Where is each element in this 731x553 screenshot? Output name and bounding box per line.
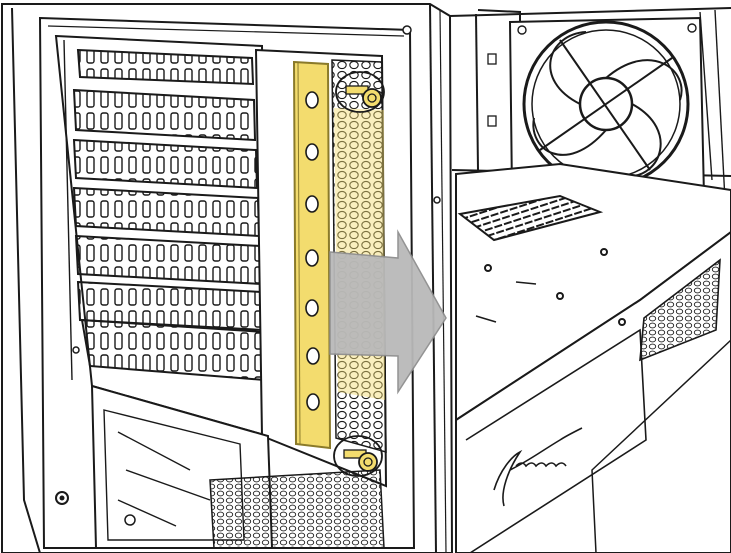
fan-icon: [508, 16, 706, 198]
thumbscrew-icon: [333, 435, 383, 477]
bracket-hole: [305, 299, 319, 317]
thumbscrew-icon: [335, 71, 385, 113]
slot-cover: [76, 48, 255, 86]
bracket-hole: [305, 195, 319, 213]
psu-shroud: [455, 162, 731, 553]
slot-cover: [72, 138, 259, 190]
bracket-hole: [305, 91, 319, 109]
direction-arrow-icon: [329, 229, 447, 395]
bracket-hole: [305, 143, 319, 161]
brand-logo: [493, 427, 583, 507]
expansion-slot-covers: [72, 48, 267, 382]
slot-cover: [72, 88, 257, 142]
bracket-hole: [306, 347, 320, 365]
bracket-hole: [305, 249, 319, 267]
bracket-holes: [305, 91, 320, 411]
psu-opening: [55, 384, 385, 549]
bracket-hole: [306, 393, 320, 411]
